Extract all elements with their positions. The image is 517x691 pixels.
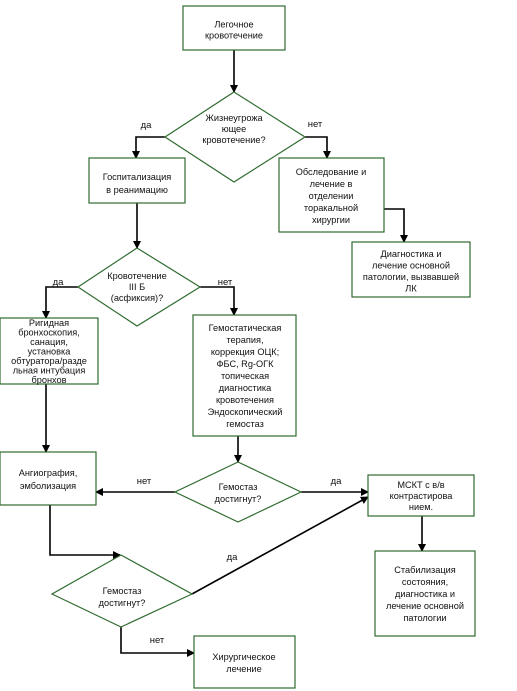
node-text-line: контрастирова [390, 491, 454, 501]
node-text-line: хирургии [312, 215, 350, 225]
edge-q2-no [120, 627, 195, 657]
node-text-line: Госпитализация [103, 172, 172, 182]
node-text-line: Стабилизация [394, 565, 455, 575]
node-text-line: лечение [226, 664, 261, 674]
node-text-line: кровотечения [216, 395, 274, 405]
node-text-line: III Б [129, 282, 145, 292]
label-grade-yes: да [53, 277, 65, 288]
node-stabilization-box [374, 550, 476, 637]
node-text-line: Гемостаз [103, 586, 142, 596]
node-hemostasis-q1-box [173, 461, 303, 523]
node-text-line: достигнут? [215, 494, 262, 504]
node-text-line: Гемостаз [219, 482, 258, 492]
node-msct-box [367, 474, 475, 517]
node-text-line: санация, [30, 337, 68, 347]
node-text-line: отделении [309, 191, 354, 201]
node-text-line: нием. [409, 502, 433, 512]
node-text-line: гемостаз [226, 419, 264, 429]
label-life-yes: да [141, 120, 153, 131]
label-grade-no: нет [218, 277, 233, 288]
edge-labels: да нет да нет нет да да нет [53, 119, 343, 646]
node-text-line: достигнут? [99, 598, 146, 608]
edge-grade-yes [42, 286, 78, 319]
node-angiography-box [0, 451, 97, 506]
node-text-line: (асфиксия)? [111, 293, 163, 303]
node-hemostasis-q1: Гемостаз достигнут? [215, 482, 262, 504]
node-hemostatic-box [192, 314, 297, 437]
node-text-line: диагностика и [395, 589, 455, 599]
node-text-line: Ригидная [29, 318, 69, 328]
node-stabilization: Стабилизация состояния, диагностика и лечен… [386, 565, 464, 623]
node-text-line: Кровотечение [107, 271, 166, 281]
node-hospital-icu-box [88, 157, 186, 204]
node-text-line: обтуратора/разде [11, 356, 87, 366]
node-hemostasis-q2: Гемостаз достигнут? [99, 586, 146, 608]
node-rigid-bronch-box [0, 317, 99, 385]
node-text-line: Жизнеугрожа [205, 113, 263, 123]
node-text-line: ФБС, Rg-ОГК [217, 359, 275, 369]
edge-angio-to-q2 [49, 505, 121, 559]
node-exam-thoracic: Обследование и лечение в отделении торакаль… [296, 167, 367, 225]
node-text-line: Легочное [214, 19, 253, 29]
node-text-line: кровотечение [205, 30, 263, 40]
label-hq1-no: нет [137, 476, 152, 487]
node-life-threat-box [163, 91, 307, 183]
node-text-line: Эндоскопический [208, 407, 283, 417]
node-surgery-box [193, 635, 296, 689]
node-text-line: Хирургическое [212, 652, 275, 662]
node-text-line: установка [28, 346, 72, 356]
node-text-line: диагностика [219, 383, 272, 393]
node-text-line: торакальной [304, 203, 358, 213]
node-exam-thoracic-box [278, 157, 385, 233]
node-text-line: бронхоскопия, [18, 327, 80, 337]
node-angiography: Ангиография, эмболизация [19, 468, 78, 491]
edge-life-threat-yes [132, 136, 165, 159]
edge-q2-yes [191, 496, 369, 595]
node-text-line: кровотечение? [202, 135, 265, 145]
edges [42, 50, 426, 657]
node-text-line: топическая [221, 371, 269, 381]
node-surgery: Хирургическое лечение [212, 652, 275, 674]
node-text-line: ющее [222, 124, 247, 134]
node-text-line: состояния, [402, 577, 448, 587]
edge-exam-to-diag [384, 208, 408, 243]
node-text-line: ЛК [405, 283, 417, 293]
node-text-line: патологии [403, 613, 446, 623]
node-text-line: лечение основной [386, 601, 464, 611]
label-hq2-yes: да [227, 552, 239, 563]
node-text-line: терапия, [226, 335, 263, 345]
node-hemostasis-q2-box [50, 554, 194, 628]
label-hq2-no: нет [150, 635, 165, 646]
edge-grade-no [200, 286, 238, 316]
node-text-line: Обследование и [296, 167, 367, 177]
node-bleeding-grade-box [76, 247, 202, 327]
node-text-line: Диагностика и [381, 249, 442, 259]
node-text-line: патологии, вызвавшей [363, 272, 459, 282]
node-hemostatic: Гемостатическая терапия, коррекция ОЦК; ФБС… [208, 323, 283, 429]
node-text-line: льная интубация [13, 365, 86, 375]
node-text-line: лечение в [310, 179, 353, 189]
edge-life-threat-no [305, 136, 331, 159]
label-life-no: нет [308, 119, 323, 130]
node-hospital-icu: Госпитализация в реанимацию [103, 172, 172, 195]
node-text-line: лечение основной [372, 260, 450, 270]
node-diag-underlying-box [351, 241, 471, 298]
node-text-line: бронхов [31, 375, 66, 385]
node-text-line: Гемостатическая [209, 323, 282, 333]
node-text-line: МСКТ с в/в [397, 480, 444, 490]
node-text-line: эмболизация [20, 481, 76, 491]
node-lung-bleeding-box [182, 5, 286, 51]
node-text-line: коррекция ОЦК; [211, 347, 279, 357]
node-text-line: в реанимацию [106, 185, 168, 195]
node-text-line: Ангиография, [19, 468, 78, 478]
label-hq1-yes: да [331, 476, 343, 487]
